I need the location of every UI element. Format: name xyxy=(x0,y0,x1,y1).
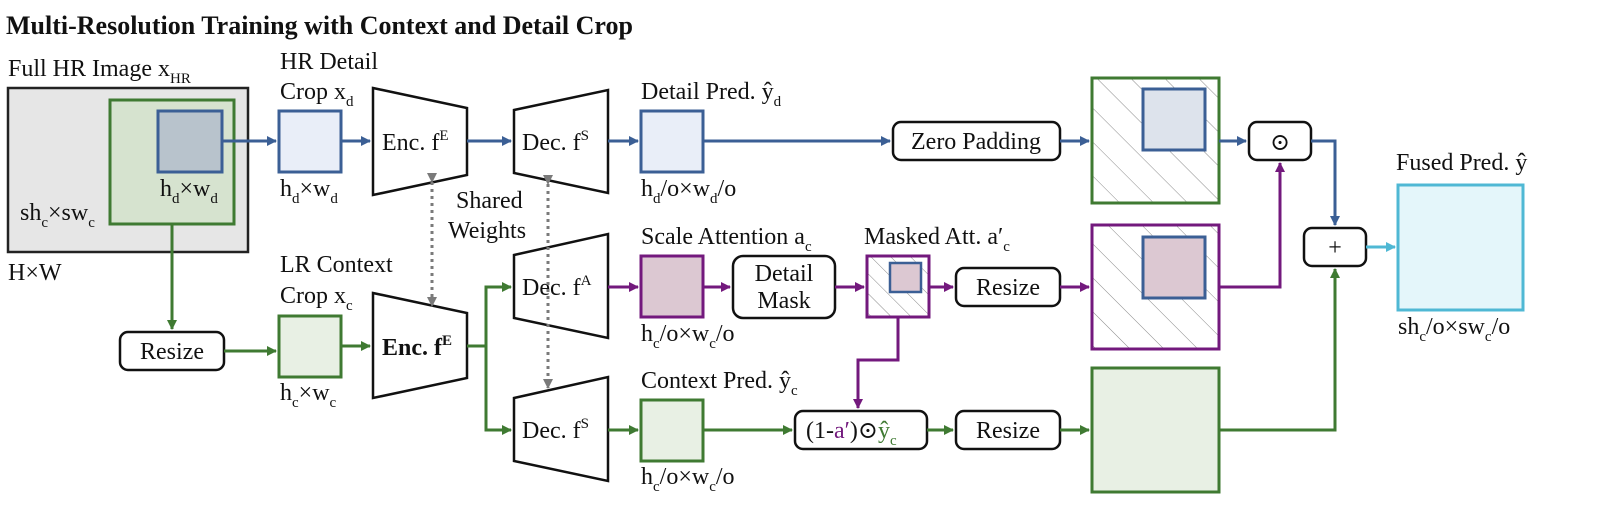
decoder-context-label: Dec. fS xyxy=(522,416,589,444)
encoder-top xyxy=(371,86,469,197)
full-hr-label: Full HR Image xHR xyxy=(8,56,191,87)
detail-mask-label-2: Mask xyxy=(757,288,810,314)
hr-detail-crop xyxy=(277,109,343,174)
encoder-top-label: Enc. fE xyxy=(382,128,448,156)
lr-context-label-1: LR Context xyxy=(280,252,393,278)
decoder-detail xyxy=(512,88,610,195)
sum-symbol: + xyxy=(1328,235,1342,261)
resize-mid-label: Resize xyxy=(976,275,1040,301)
elementwise-multiply-symbol: ⊙ xyxy=(1270,130,1290,156)
fused-prediction xyxy=(1396,183,1525,312)
scale-attention-map xyxy=(639,254,705,319)
fused-pred-size: shc/o×swc/o xyxy=(1398,314,1510,345)
scale-attention-size: hc/o×wc/o xyxy=(641,321,735,352)
diagram-title: Multi-Resolution Training with Context a… xyxy=(6,11,633,40)
context-pred-size: hc/o×wc/o xyxy=(641,464,735,495)
resized-context xyxy=(1090,366,1221,494)
detail-crop-size: hd×wd xyxy=(160,176,218,207)
detail-pred-label: Detail Pred. ŷd xyxy=(641,79,782,110)
hr-detail-label-2: Crop xd xyxy=(280,79,354,110)
zero-padding-label: Zero Padding xyxy=(911,129,1041,155)
detail-mask-label-1: Detail xyxy=(755,261,814,287)
hr-detail-label-1: HR Detail xyxy=(280,49,378,75)
lr-context-label-2: Crop xc xyxy=(280,283,353,314)
context-pred-label: Context Pred. ŷc xyxy=(641,368,798,399)
encoder-bottom-label: Enc. fE xyxy=(382,333,452,361)
context-crop-size: shc×swc xyxy=(20,200,95,231)
lr-context-crop xyxy=(277,314,343,379)
attention-branch-arrows xyxy=(608,162,1285,409)
lr-context-size: hc×wc xyxy=(280,380,337,411)
decoder-attention xyxy=(512,232,610,340)
full-image-size: H×W xyxy=(8,260,62,286)
resize-bottom-label: Resize xyxy=(976,418,1040,444)
detail-pred-size: hd/o×wd/o xyxy=(641,176,736,207)
shared-weights-1: Shared xyxy=(456,188,523,214)
context-branch-arrows xyxy=(167,224,1340,435)
resized-attention-inner xyxy=(1141,235,1207,300)
context-prediction xyxy=(639,398,705,463)
masked-context-formula: (1-a′)⊙ŷc xyxy=(806,418,897,449)
resize-left-label: Resize xyxy=(140,339,204,365)
shared-weights-2: Weights xyxy=(448,218,526,244)
detail-branch-arrows xyxy=(222,136,1340,226)
scale-attention-label: Scale Attention ac xyxy=(641,224,812,255)
detail-crop-region xyxy=(156,109,224,174)
masked-attention-inner xyxy=(888,261,923,294)
detail-prediction xyxy=(639,109,705,174)
hr-detail-size: hd×wd xyxy=(280,176,338,207)
padded-detail-inner xyxy=(1141,87,1207,152)
decoder-detail-label: Dec. fS xyxy=(522,128,589,156)
fused-pred-label: Fused Pred. ŷ xyxy=(1396,150,1527,176)
decoder-context xyxy=(512,375,610,483)
masked-attention-label: Masked Att. a′c xyxy=(864,224,1010,255)
